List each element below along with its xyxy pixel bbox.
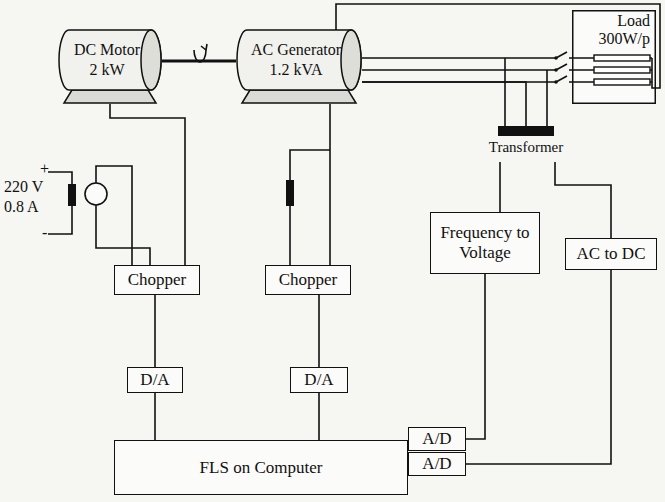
load-wire: [652, 58, 656, 88]
mount-feet: [64, 90, 156, 103]
shaft-line: [162, 60, 236, 63]
supply-rating: 220 V: [4, 178, 43, 196]
text-area: DC Motor2 kW: [72, 31, 142, 89]
node-title: Chopper: [128, 270, 187, 290]
transformer-bar: [498, 126, 554, 136]
tap-wire: [546, 70, 548, 126]
supply-wire: [48, 172, 72, 184]
switch-pivot: [554, 56, 558, 60]
node-rating: 300W/p: [598, 30, 650, 48]
supply-wire: [48, 206, 72, 234]
resistor-symbol: [594, 55, 650, 61]
supply-rating: 0.8 A: [4, 198, 39, 216]
polarity-sign: +: [40, 160, 49, 178]
field-wire: [290, 150, 330, 180]
node-title: FLS on Computer: [200, 458, 323, 478]
converter-box: AC to DC: [565, 238, 657, 270]
mount-feet: [242, 90, 356, 103]
field-wire: [289, 206, 291, 265]
node-title: D/A: [304, 370, 333, 390]
computer-box: FLS on Computer: [114, 440, 408, 495]
switch-pivot: [554, 80, 558, 84]
converter-box: Frequency to Voltage: [430, 212, 540, 274]
switch-pivot: [554, 68, 558, 72]
node-rating: 1.2 kVA: [269, 60, 322, 80]
resistor-symbol: [594, 67, 650, 73]
wire-line: [154, 393, 156, 440]
wire-line: [318, 295, 320, 367]
wire-line: [466, 274, 485, 439]
armature-symbol: [85, 183, 107, 205]
wire-line: [362, 82, 526, 126]
node-title: AC Generator: [251, 40, 341, 60]
wire-line: [329, 104, 331, 265]
adc-box: A/D: [408, 452, 466, 476]
node-title: D/A: [140, 370, 169, 390]
text-area: AC Generator1.2 kVA: [250, 31, 342, 89]
wire-line: [466, 270, 611, 464]
node-title: Load: [617, 12, 650, 30]
transformer: Transformer: [478, 126, 574, 162]
chopper-box: Chopper: [114, 265, 200, 295]
armature-wire: [96, 166, 132, 265]
text-area: Load300W/p: [598, 12, 650, 49]
wire-line: [110, 104, 185, 265]
cylinder-body: [237, 30, 361, 90]
text-area: Transformer: [478, 138, 574, 156]
dc-motor: DC Motor2 kW: [58, 28, 162, 104]
wire-line: [555, 162, 611, 238]
load-bank: Load300W/p: [572, 10, 656, 104]
adc-box: A/D: [408, 427, 466, 451]
rotation-arrow: [201, 44, 207, 50]
resistor-symbol: [594, 79, 650, 85]
load-frame: [573, 11, 656, 104]
node-rating: 2 kW: [89, 60, 124, 80]
cylinder-body: [59, 30, 161, 90]
wire-line: [499, 162, 501, 212]
transformer-symbol: [478, 126, 574, 136]
wire-line: [318, 393, 320, 440]
wire-line: [362, 52, 572, 82]
node-title: Frequency to Voltage: [437, 223, 533, 262]
ac-generator: AC Generator1.2 kVA: [236, 28, 362, 104]
armature-wire: [96, 205, 150, 265]
field-winding: [286, 180, 294, 206]
node-title: AC to DC: [577, 244, 646, 264]
cylinder-end: [141, 30, 161, 90]
node-title: A/D: [422, 429, 451, 449]
node-title: A/D: [422, 454, 451, 474]
node-title: Chopper: [279, 270, 338, 290]
node-title: DC Motor: [74, 40, 140, 60]
dac-box: D/A: [127, 367, 183, 393]
wire-line: [154, 295, 156, 367]
field-winding: [68, 184, 76, 206]
cylinder-end: [341, 30, 361, 90]
node-title: Transformer: [489, 138, 563, 156]
chopper-box: Chopper: [265, 265, 351, 295]
dac-box: D/A: [290, 367, 348, 393]
polarity-sign: -: [42, 224, 47, 242]
tap-wire: [504, 58, 506, 126]
